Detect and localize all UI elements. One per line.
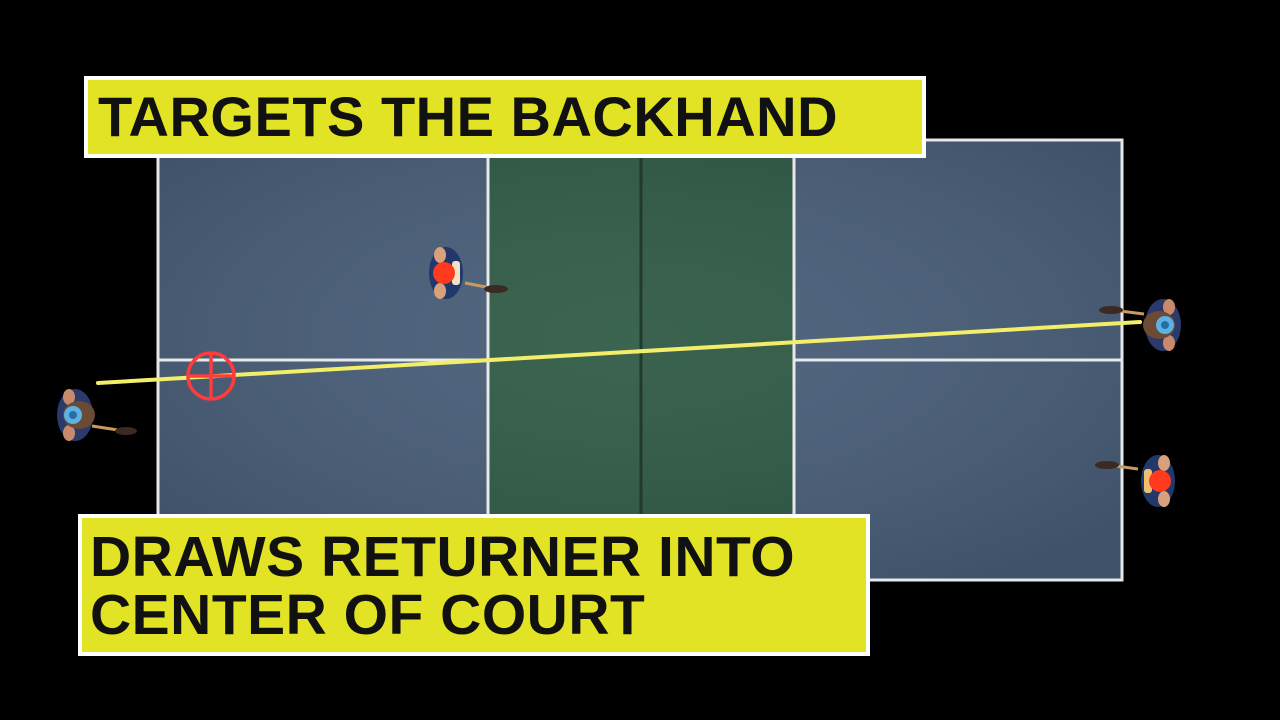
shot-line bbox=[96, 320, 1142, 385]
paddle-icon bbox=[464, 281, 487, 289]
paddle-icon bbox=[1115, 464, 1139, 471]
caption-line-1: DRAWS RETURNER INTO bbox=[90, 525, 796, 589]
paddle-icon bbox=[115, 427, 137, 435]
player-icon bbox=[57, 389, 95, 441]
paddle-icon bbox=[484, 285, 508, 293]
player-icon bbox=[1143, 299, 1181, 351]
player-icon bbox=[1141, 455, 1175, 507]
paddle-icon bbox=[1095, 461, 1119, 469]
caption-line-2: CENTER OF COURT bbox=[90, 583, 646, 647]
paddle-icon bbox=[1119, 309, 1145, 316]
caption-draws-returner: DRAWS RETURNER INTO CENTER OF COURT bbox=[78, 514, 870, 656]
paddle-icon bbox=[91, 424, 119, 432]
target-icon bbox=[186, 351, 236, 401]
caption-targets-backhand: TARGETS THE BACKHAND bbox=[84, 76, 926, 158]
paddle-icon bbox=[1099, 306, 1123, 314]
player-icon bbox=[429, 247, 463, 299]
